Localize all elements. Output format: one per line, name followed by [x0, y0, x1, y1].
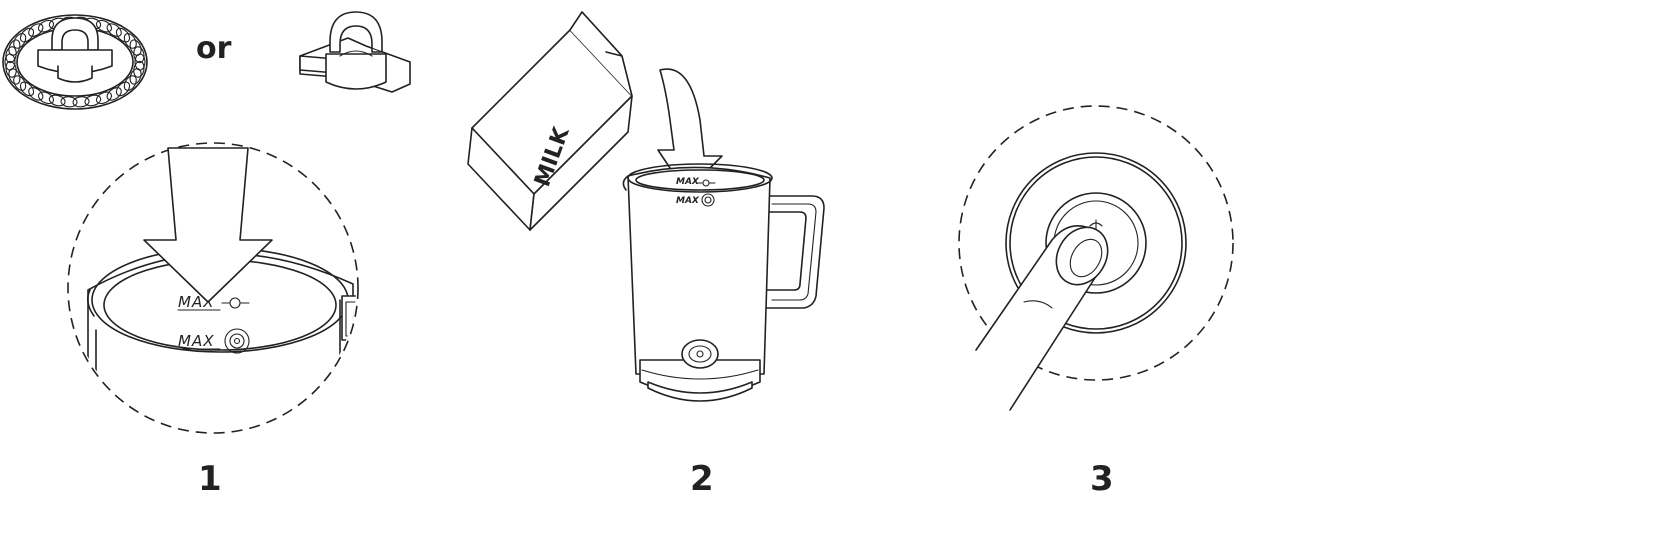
whisk-coil [28, 23, 44, 37]
down-arrow-icon [143, 147, 273, 303]
whisk-coil [37, 91, 55, 105]
whisk-coil [8, 39, 21, 56]
spring-whisk-icon [2, 14, 148, 110]
jug-max-froth-label: MAX [676, 177, 700, 187]
step-1-zoom-circle [67, 142, 359, 434]
whisk-coil [19, 27, 35, 43]
whisk-coil [37, 19, 55, 33]
whisk-coil [13, 75, 27, 91]
max-milk-label: MAX [178, 332, 214, 350]
whisk-coil [13, 33, 27, 49]
whisk-coil [129, 68, 142, 85]
whisk-coil [19, 81, 35, 97]
step-3-illustration [958, 105, 1234, 411]
milk-carton-icon: MILK [467, 11, 633, 231]
whisk-coil [106, 87, 122, 101]
whisk-coil [133, 60, 145, 78]
milk-frother-jug: MAX MAX [622, 163, 825, 402]
whisk-coil [133, 46, 145, 64]
finger-press-icon [975, 224, 1109, 411]
disc-whisk-icon [299, 11, 411, 93]
step-2-number: 2 [690, 459, 714, 499]
whisk-coil [129, 39, 142, 56]
pour-arrow-icon [657, 68, 723, 193]
power-button-icon [681, 339, 719, 369]
step-2-illustration: MILK MAX MAX [467, 11, 825, 402]
jug-max-milk-label: MAX [676, 196, 700, 206]
whisk-coil [123, 75, 137, 91]
whisk-coil [5, 60, 17, 78]
whisk-coil [60, 96, 78, 108]
whisk-coil [72, 96, 90, 108]
whisk-coil [115, 81, 131, 97]
step-1-illustration: MAX MAX [67, 142, 359, 434]
whisk-coil [48, 94, 66, 107]
whisk-coil [95, 91, 113, 105]
whisk-coil [84, 94, 102, 107]
whisk-coil [106, 23, 122, 37]
whisk-coil [5, 46, 17, 64]
step-3-number: 3 [1090, 459, 1114, 499]
step-1-number: 1 [198, 459, 222, 499]
whisk-coil [28, 87, 44, 101]
or-label: or [196, 31, 232, 66]
step-3-zoom-circle [958, 105, 1234, 381]
whisk-coil [123, 33, 137, 49]
whisk-coil [8, 68, 21, 85]
whisk-coil [115, 27, 131, 43]
whisk-coil [95, 19, 113, 33]
